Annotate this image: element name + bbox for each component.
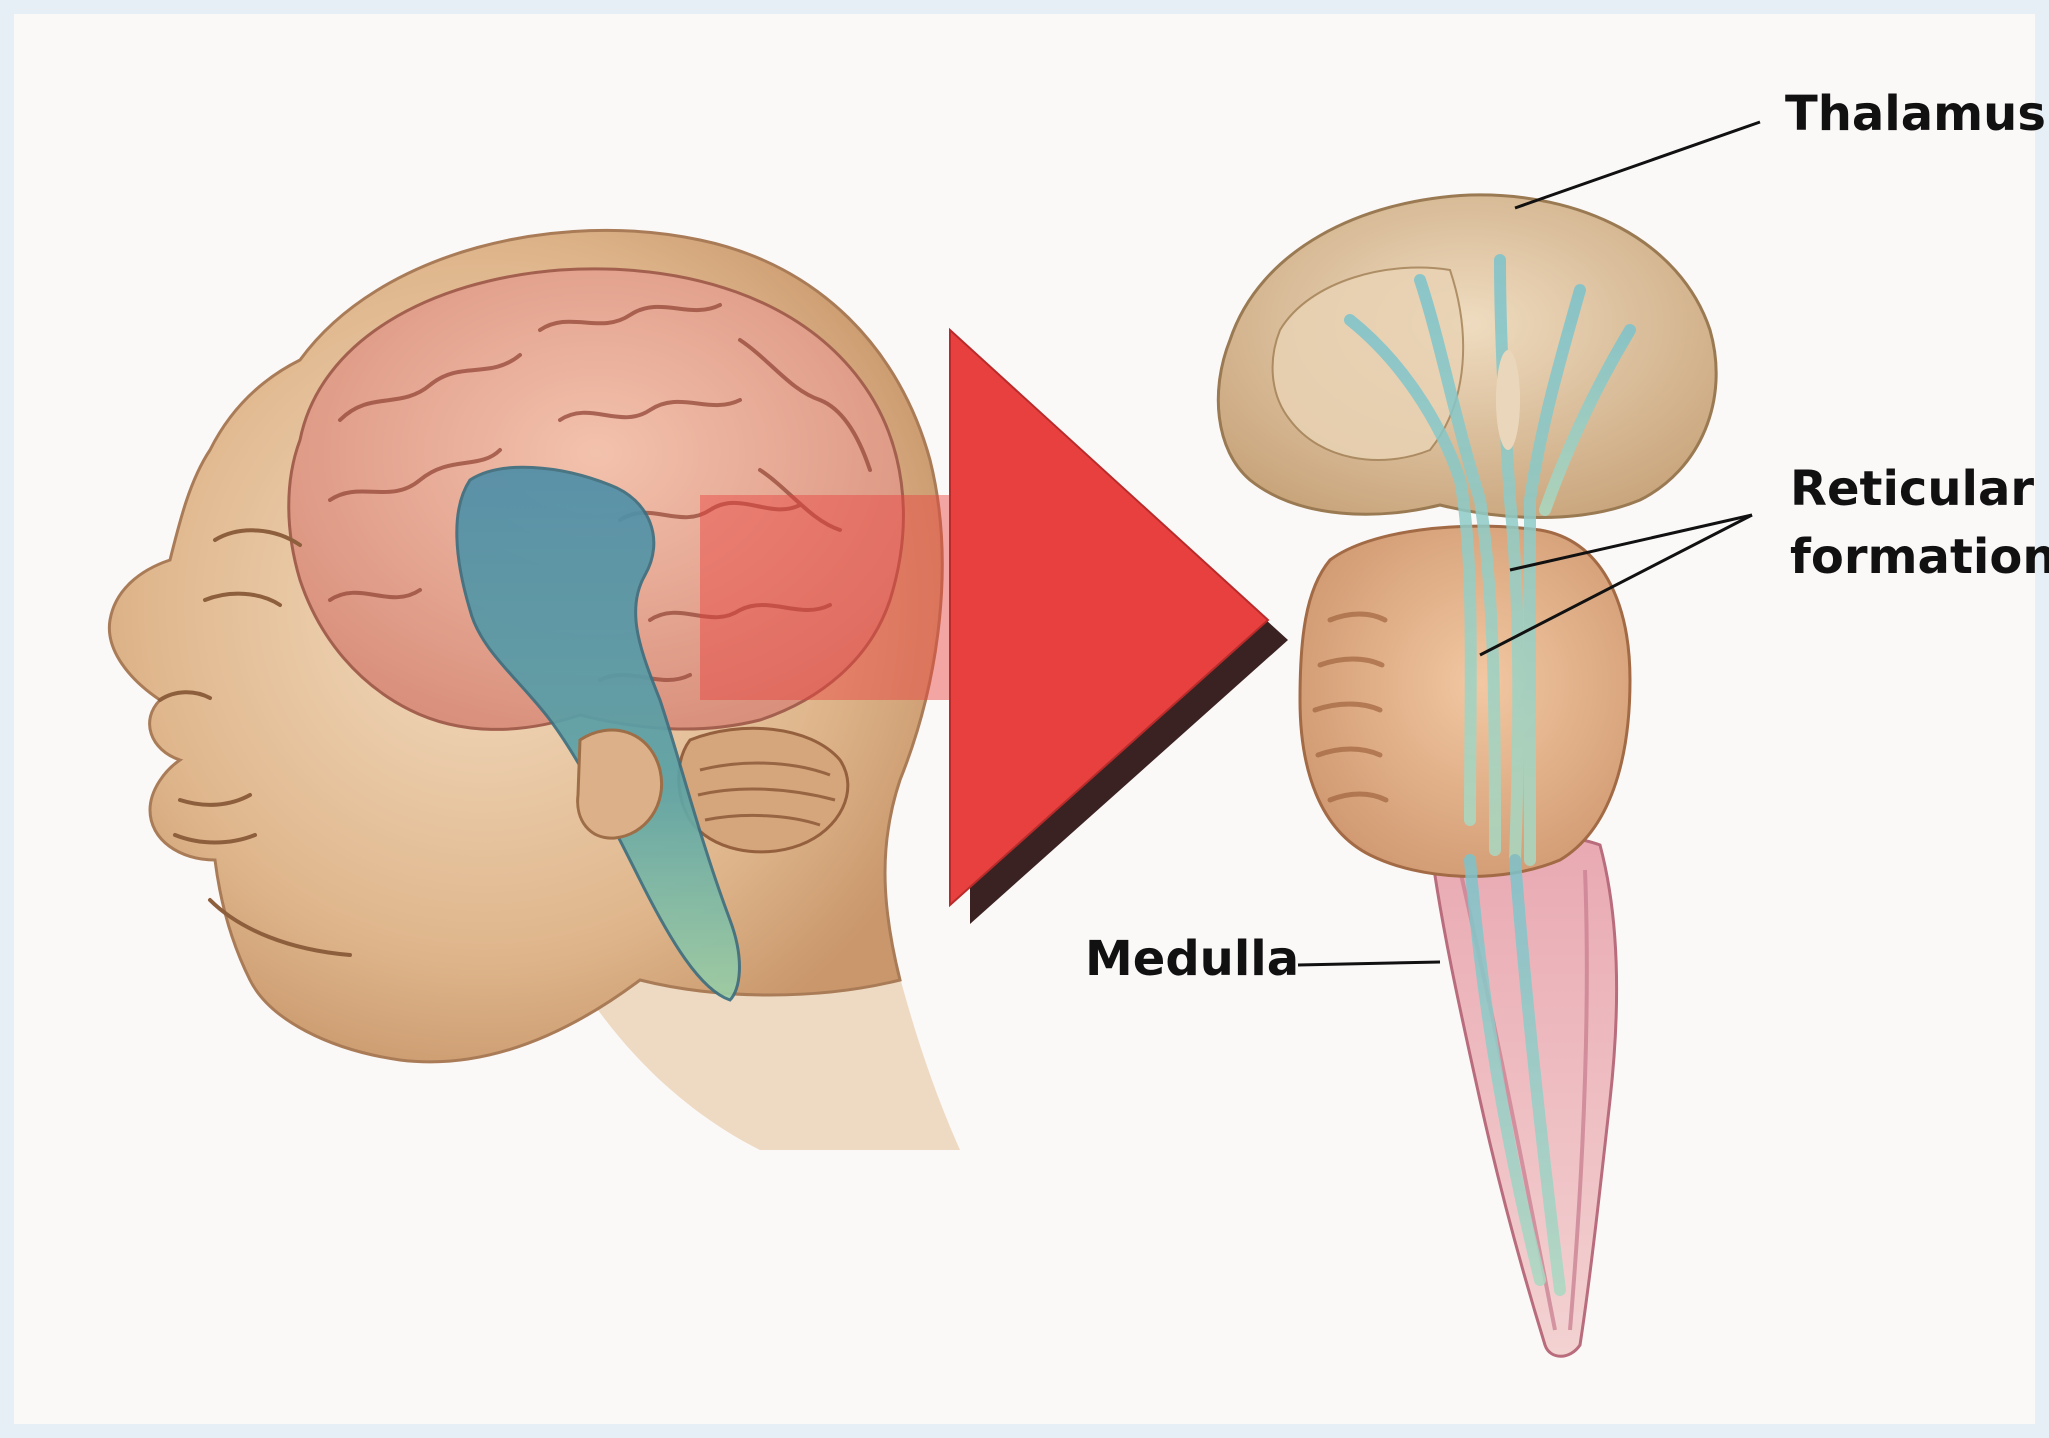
arrow-shaft bbox=[700, 495, 960, 700]
medulla-label: Medulla bbox=[1085, 931, 1299, 987]
tract-gap bbox=[1496, 350, 1520, 450]
thalamus-label: Thalamus bbox=[1785, 86, 2046, 142]
reticular-formation-label-line1: Reticular bbox=[1790, 461, 2034, 517]
ear bbox=[578, 730, 662, 838]
reticular-formation-label-line2: formation bbox=[1790, 529, 2049, 585]
